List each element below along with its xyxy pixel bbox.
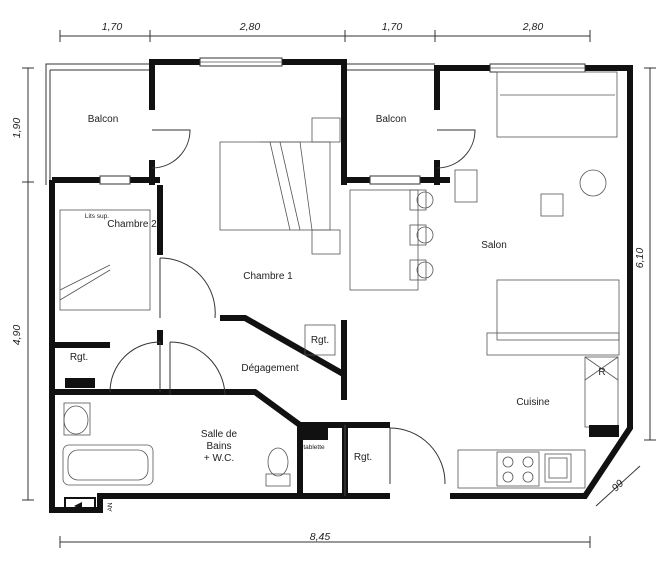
label-lits-sup: Lits sup.: [85, 213, 109, 220]
room-sdb-line3: + W.C.: [204, 453, 234, 464]
label-rgt-entry: Rgt.: [354, 452, 372, 463]
room-balcon-left: Balcon: [88, 114, 119, 125]
room-degagement: Dégagement: [241, 363, 298, 374]
room-balcon-right: Balcon: [376, 114, 407, 125]
label-rgt-chambre2: Rgt.: [70, 352, 88, 363]
room-salon: Salon: [481, 240, 507, 251]
room-sdb-line2: Bains: [206, 441, 231, 452]
label-an: AN: [107, 502, 114, 511]
dim-bottom: 8,45: [310, 531, 331, 543]
furniture: [59, 71, 620, 510]
dim-top-4: 2,80: [522, 21, 544, 33]
dim-top-3: 1,70: [382, 21, 403, 33]
doors: [109, 129, 476, 485]
label-fridge: R: [598, 367, 605, 378]
room-sdb-line1: Salle de: [201, 429, 238, 440]
dim-top-2: 2,80: [239, 21, 261, 33]
dim-left-upper: 1,90: [11, 118, 23, 139]
dim-top-1: 1,70: [102, 21, 123, 33]
balcony-outlines: [45, 63, 435, 185]
dim-left-lower: 4,90: [11, 325, 23, 346]
label-rgt-chambre1: Rgt.: [311, 335, 329, 346]
walls: [49, 59, 633, 513]
windows: [99, 57, 586, 185]
label-tablette: tablette: [303, 444, 325, 451]
room-chambre1: Chambre 1: [243, 271, 293, 282]
room-chambre2: Chambre 2: [107, 219, 157, 230]
dim-right: 6,10: [634, 248, 646, 269]
dimension-lines: [22, 30, 656, 548]
room-cuisine: Cuisine: [516, 397, 550, 408]
